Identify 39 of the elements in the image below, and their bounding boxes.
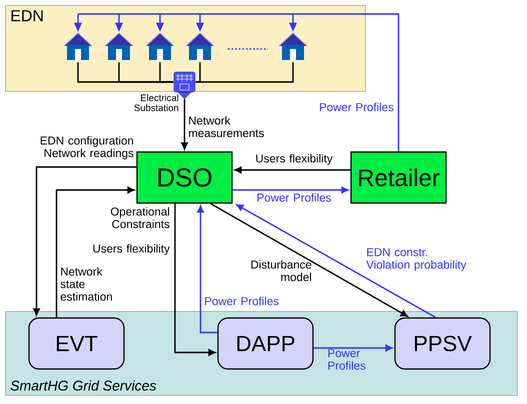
house-icon [186,32,214,60]
arrow [115,14,123,32]
service-box: DAPP [217,317,314,370]
arrow [234,166,350,174]
arrow [196,14,204,32]
arrow [156,14,164,32]
flow-note: Users flexibility [93,244,170,255]
arrow [210,203,408,317]
edge-label: Users flexibility [256,154,333,165]
service-box: PPSV [394,317,491,370]
arrow [197,205,218,334]
house-icon [278,32,308,60]
edge-label: Network measurements [188,116,264,138]
arrow [289,14,297,32]
arrow [74,14,82,32]
actor-box: Retailer [350,151,447,204]
arrow [181,99,188,150]
substation-caption: Electrical Substation [134,94,178,112]
arrow [33,166,136,316]
house-icon [146,32,174,60]
arrow [56,186,135,318]
edge-label: Disturbance model [251,260,312,282]
arrow [174,204,216,356]
edge-label: Operational Constraints [110,207,170,228]
arrow [159,62,174,83]
edge-label: Power Profiles [328,349,366,370]
house-icon [64,32,92,60]
house-icon [104,32,134,60]
actor-box: DSO [136,151,233,204]
arrow [232,186,349,194]
edge-label: EDN constr. Violation probability [366,248,466,271]
edge-label: Power Profiles [258,193,331,202]
arrow [314,344,393,352]
edge-label: Network state estimation [60,267,112,301]
arrow [236,204,436,318]
service-box: EVT [28,317,125,370]
edge-label: EDN configuration Network readings [40,136,134,160]
edge-label: Power Profiles [205,296,279,306]
edge-label: Power Profiles [320,102,394,112]
